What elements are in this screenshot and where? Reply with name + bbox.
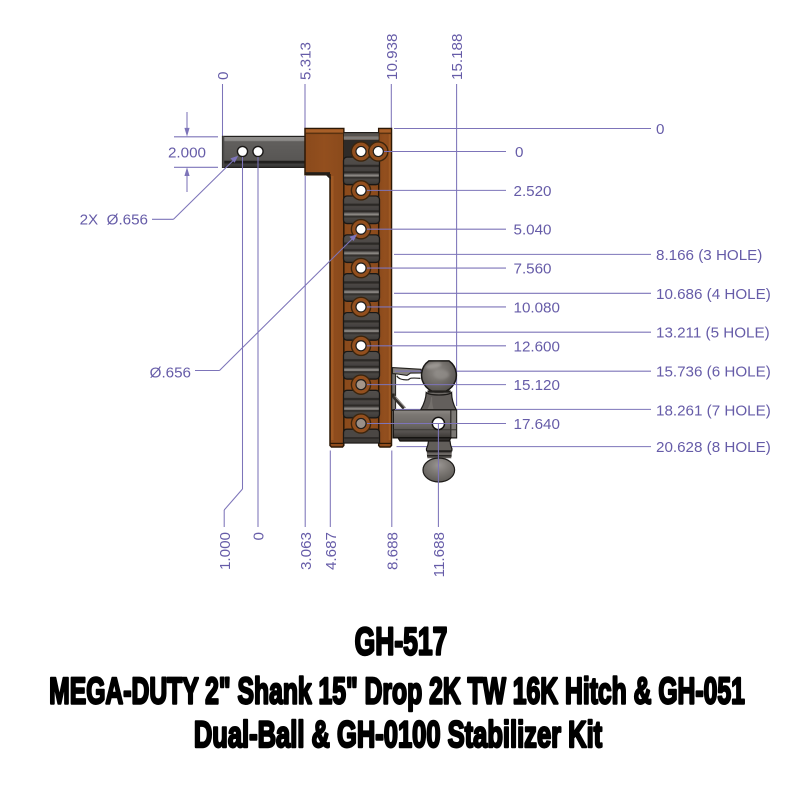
svg-text:15.120: 15.120 <box>514 377 560 394</box>
svg-text:MEGA-DUTY 2" Shank 15" Drop 2K: MEGA-DUTY 2" Shank 15" Drop 2K TW 16K Hi… <box>49 671 745 712</box>
svg-text:0: 0 <box>215 72 232 80</box>
svg-text:18.261 (7 HOLE): 18.261 (7 HOLE) <box>656 403 771 420</box>
svg-text:Dual-Ball & GH-0100 Stabilizer: Dual-Ball & GH-0100 Stabilizer Kit <box>194 713 603 755</box>
svg-text:5.313: 5.313 <box>298 42 315 80</box>
svg-text:GH-517: GH-517 <box>355 621 448 664</box>
svg-text:2.520: 2.520 <box>514 183 552 200</box>
svg-text:15.736 (6 HOLE): 15.736 (6 HOLE) <box>656 364 771 381</box>
svg-text:10.080: 10.080 <box>514 299 560 316</box>
svg-text:2.000: 2.000 <box>168 144 206 161</box>
svg-text:20.628 (8 HOLE): 20.628 (8 HOLE) <box>656 439 771 456</box>
svg-text:8.688: 8.688 <box>385 532 402 570</box>
svg-text:13.211 (5 HOLE): 13.211 (5 HOLE) <box>656 325 770 342</box>
svg-text:0: 0 <box>515 144 523 161</box>
svg-text:7.560: 7.560 <box>514 261 552 278</box>
svg-text:17.640: 17.640 <box>514 416 560 433</box>
svg-text:12.600: 12.600 <box>514 338 560 355</box>
svg-text:10.686 (4 HOLE): 10.686 (4 HOLE) <box>656 286 771 303</box>
svg-text:4.687: 4.687 <box>323 532 340 570</box>
svg-text:3.063: 3.063 <box>298 532 315 570</box>
svg-text:8.166 (3 HOLE): 8.166 (3 HOLE) <box>656 247 762 264</box>
svg-text:0: 0 <box>251 532 268 540</box>
svg-text:Ø.656: Ø.656 <box>150 365 191 382</box>
svg-text:5.040: 5.040 <box>514 222 552 239</box>
svg-text:15.188: 15.188 <box>449 34 466 80</box>
svg-text:11.688: 11.688 <box>431 532 448 577</box>
svg-text:1.000: 1.000 <box>217 532 234 570</box>
svg-text:2X Ø.656: 2X Ø.656 <box>80 212 148 229</box>
svg-text:0: 0 <box>656 121 664 138</box>
svg-text:10.938: 10.938 <box>384 34 401 80</box>
